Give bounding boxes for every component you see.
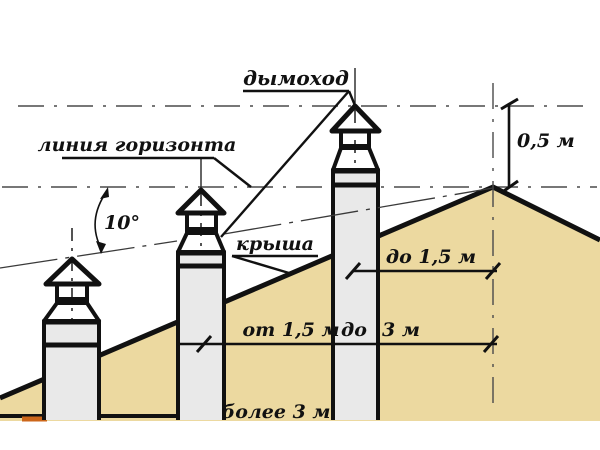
chimney-tall-body xyxy=(333,170,378,420)
eave-accent-strip xyxy=(22,416,47,422)
dim-mid-text-value: 3 м xyxy=(382,319,420,341)
angle-text: 10° xyxy=(104,212,140,234)
chimney-middle-cap xyxy=(175,187,227,216)
label-chimney-leader-tall xyxy=(347,90,358,109)
dim-mid-tick-right xyxy=(482,335,500,353)
dim-05-text: 0,5 м xyxy=(517,130,575,152)
chimney-tall-cap xyxy=(329,103,382,134)
chimney-left-body xyxy=(44,322,99,420)
angle-arrow-top xyxy=(100,187,109,199)
angle-arrow-bottom xyxy=(96,241,106,254)
label-chimney-text: дымоход xyxy=(243,66,349,90)
label-horizon: линия горизонта xyxy=(38,134,252,188)
chimney-middle-body xyxy=(178,253,224,420)
label-roof-text: крыша xyxy=(236,233,314,255)
dim-mid-text-to: до xyxy=(341,319,367,341)
dimension-zone-near: до 1,5 м xyxy=(344,246,502,280)
roof-surface xyxy=(0,187,600,421)
dim-05-tick-bottom xyxy=(500,179,519,195)
dim-mid-tick-left xyxy=(195,335,213,353)
ten-degree-line-right xyxy=(223,187,494,235)
angle-marker: 10° xyxy=(94,187,140,254)
dimension-zone-mid: от 1,5 м до 3 м xyxy=(178,319,500,353)
chimney-tall xyxy=(329,68,382,420)
label-horizon-leader xyxy=(213,157,252,188)
label-roof-leader xyxy=(231,254,290,275)
label-roof: крыша xyxy=(231,233,318,275)
chimney-middle xyxy=(175,158,227,420)
dim-near-tick-left xyxy=(344,262,362,280)
chimney-left-cap xyxy=(43,256,102,287)
ten-degree-line-left xyxy=(0,240,178,269)
label-chimney-leader-middle xyxy=(220,90,350,238)
chimney-left xyxy=(42,228,102,420)
zone-far-text: более 3 м xyxy=(222,401,331,423)
dim-near-tick-right xyxy=(484,262,502,280)
label-chimney: дымоход xyxy=(220,66,358,238)
dim-near-text: до 1,5 м xyxy=(386,246,476,268)
dim-mid-text-from: от 1,5 м xyxy=(242,319,339,341)
dimension-above-ridge: 0,5 м xyxy=(500,97,575,195)
label-horizon-text: линия горизонта xyxy=(38,134,237,156)
dim-05-tick-top xyxy=(500,97,519,111)
